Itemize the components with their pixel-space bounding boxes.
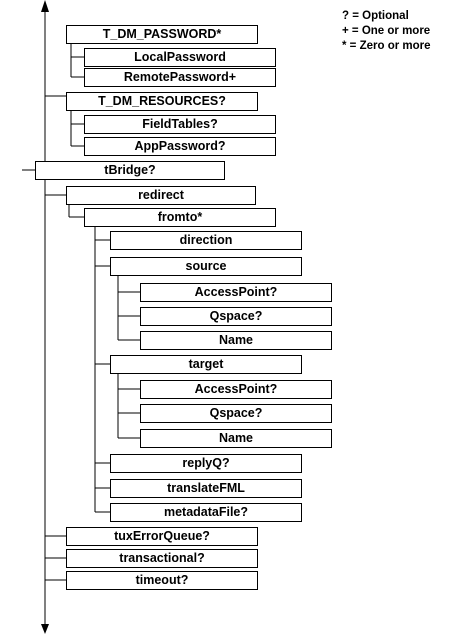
- node-target: target: [110, 355, 302, 374]
- legend-optional: ? = Optional: [342, 10, 409, 22]
- legend-one-or-more: + = One or more: [342, 25, 431, 37]
- legend-zero-or-more: * = Zero or more: [342, 40, 431, 52]
- node-target-qspace: Qspace?: [140, 404, 332, 423]
- node-tbridge: tBridge?: [35, 161, 225, 180]
- node-source-accesspoint: AccessPoint?: [140, 283, 332, 302]
- node-redirect: redirect: [66, 186, 256, 205]
- node-fieldtables: FieldTables?: [84, 115, 276, 134]
- node-direction: direction: [110, 231, 302, 250]
- down-arrowhead: [41, 624, 49, 634]
- node-metadatafile: metadataFile?: [110, 503, 302, 522]
- node-t-dm-resources: T_DM_RESOURCES?: [66, 92, 258, 111]
- legend: ? = Optional + = One or more * = Zero or…: [342, 9, 431, 54]
- node-target-accesspoint: AccessPoint?: [140, 380, 332, 399]
- node-apppassword: AppPassword?: [84, 137, 276, 156]
- up-arrowhead: [41, 0, 49, 12]
- node-timeout: timeout?: [66, 571, 258, 590]
- node-source: source: [110, 257, 302, 276]
- node-transactional: transactional?: [66, 549, 258, 568]
- node-source-name: Name: [140, 331, 332, 350]
- node-source-qspace: Qspace?: [140, 307, 332, 326]
- node-remotepassword: RemotePassword+: [84, 68, 276, 87]
- node-target-name: Name: [140, 429, 332, 448]
- node-replyq: replyQ?: [110, 454, 302, 473]
- node-t-dm-password: T_DM_PASSWORD*: [66, 25, 258, 44]
- node-tuxerrorqueue: tuxErrorQueue?: [66, 527, 258, 546]
- node-localpassword: LocalPassword: [84, 48, 276, 67]
- node-fromto: fromto*: [84, 208, 276, 227]
- node-translatefml: translateFML: [110, 479, 302, 498]
